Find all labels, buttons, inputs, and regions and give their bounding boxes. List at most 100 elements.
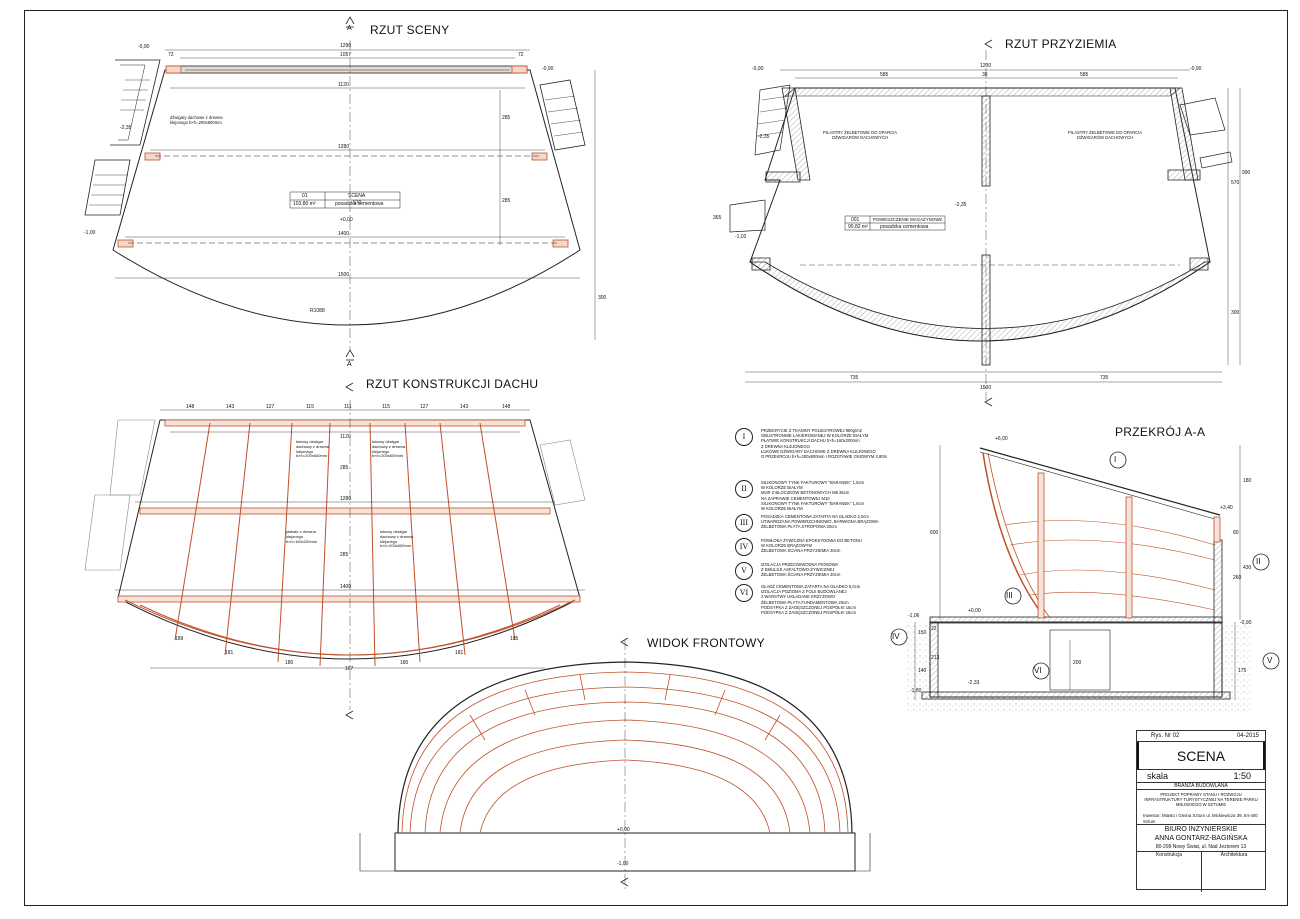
legend-line: 2 WARSTWY UKŁADANE KRZYŻOWO (761, 594, 836, 600)
callout-label: VI (1034, 666, 1042, 675)
dim-label: 148 (186, 404, 195, 410)
dim-label: 175 (1238, 668, 1247, 674)
dim-label: 570 (1231, 180, 1240, 186)
legend-line: IZOLACJA POZIOMA Z FOLII BUDOWLANEJ (761, 589, 847, 595)
level-label: -2,33 (968, 680, 980, 686)
level-label: -0,90 (1240, 620, 1252, 626)
section-marker: A (347, 361, 352, 368)
sheet-number: Rys. Nr 02 (1151, 733, 1180, 739)
dim-label: 1120 (338, 82, 349, 88)
dim-label: 1120 (340, 434, 351, 440)
legend-line: MUR Z BLOCZKÓW BETONOWYCH M6 25cm (761, 490, 850, 496)
legend-line: W KOLORZE BRĄZOWYM (761, 543, 812, 549)
level-label: -1,06 (908, 613, 920, 619)
dim-label: 990 (1242, 170, 1251, 176)
dim-label: 570 (353, 200, 362, 206)
level-label: -1,80 (910, 688, 922, 694)
level-label: -2,35 (758, 134, 770, 140)
construction-label: Konstrukcja (1155, 852, 1183, 858)
front-view (359, 637, 871, 890)
dim-label: 585 (880, 72, 889, 78)
beam-note: łukowy dźwigar dachowy z drewna klejoneg… (296, 439, 330, 459)
dim-label: 735 (1100, 375, 1109, 381)
drawing-sheet (24, 10, 1288, 906)
legend-line: POWŁOKA ŻYWICZNA EPOKSYDOWA DO BETONU (761, 538, 862, 543)
pilaster-note-right: PILASTRY ŻELBETOWE DO OPARCIA DŹWIGARÓW … (1067, 130, 1143, 140)
architecture-column: Architektura (1202, 852, 1266, 858)
legend-line: ŻELBETOWA PŁYTA STROPOWA 20cm (761, 524, 837, 530)
legend-line: Z EMULSJI ASFALTOWO-ŻYWICZNEJ (761, 567, 835, 573)
level-label: -0,90 (1190, 66, 1202, 72)
drawing-title: SCENA (1176, 748, 1226, 764)
dim-label: 1280 (340, 496, 352, 502)
dim-label: 365 (713, 215, 722, 221)
legend-number: V (735, 562, 753, 580)
room-area: 103,80 m² (293, 201, 316, 207)
ground-plan-title: RZUT PRZYZIEMIA (1005, 37, 1117, 51)
dim-label: 1200 (980, 63, 992, 69)
dim-label: 1057 (340, 52, 352, 58)
dim-label: 735 (850, 375, 859, 381)
dim-label: 72 (518, 52, 524, 58)
dim-label: 111 (344, 404, 352, 410)
date: 04-2015 (1236, 733, 1259, 739)
roof-plan-title: RZUT KONSTRUKCJI DACHU (366, 377, 539, 391)
legend-line: O PRZEKROJU b×h=200x600mm I ROZSTAWIE OS… (761, 454, 888, 460)
legend-line: IZOLACJA PRZECIWWODNA PIONOWA (761, 562, 839, 567)
legend-line: ŁUKOWE DŹWIGARY DACHOWE Z DREWNA KLEJONE… (761, 448, 876, 454)
room-number: 01 (302, 193, 308, 199)
dim-label: 22 (931, 626, 937, 632)
legend-number: II (735, 480, 753, 498)
dim-label: 181 (455, 650, 464, 656)
project-name: PROJEKT POPRAWY STANU I ROZWOJU INFRASTR… (1144, 792, 1258, 807)
level-label: -2,35 (955, 202, 967, 208)
legend-line: GŁADŹ CEMENTOWA ZATARTA NA GŁADKO 5,0cm (761, 584, 861, 589)
pilaster-note-left: PILASTRY ŻELBETOWE DO OPARCIA DŹWIGARÓW … (822, 130, 898, 140)
legend-line: PODSYPKA Z ZAGĘSZCZONEJ POSPÓŁKI 15cm (761, 604, 856, 610)
room-name: SCENA (348, 193, 366, 199)
dim-label: 150 (918, 630, 927, 636)
room-area: 90,82 m² (848, 224, 868, 230)
legend-text: POSADZKA CEMENTOWA ZATARTA NA GŁADKO 2,0… (761, 514, 921, 530)
dim-label: 260 (1233, 575, 1242, 581)
callout-label: V (1267, 656, 1273, 665)
dim-label: 285 (502, 198, 511, 204)
office-name: BIURO INŻYNIERSKIE (1164, 826, 1238, 833)
room-name: POMIESZCZENIE MAGAZYNOWE (873, 217, 943, 222)
investor: Inwestor: Miasto i Gmina Sztum ul. Micki… (1137, 813, 1265, 825)
dim-label: 80 (1233, 530, 1239, 536)
beam-note: płatwie z drewna klejonego b×h=160x200mm (286, 529, 318, 544)
roof-plan (84, 382, 586, 720)
dim-label: 180 (400, 660, 409, 666)
dim-label: 600 (930, 530, 939, 536)
legend-line: SILIKONOWY TYNK FAKTUROWY "BARANEK" 1,5c… (761, 500, 865, 506)
scale: 1:50 (1233, 771, 1251, 781)
legend-number: III (735, 514, 753, 532)
legend-line: OBUSTRONNIE LAKIEROWANEJ W KOLORZE BIAŁY… (761, 433, 869, 439)
legend-line: Z DREWNA KLEJONEGO (761, 443, 810, 449)
stage-plan (84, 16, 596, 361)
dim-label: 200 (1073, 660, 1082, 666)
dim-label: 180 (285, 660, 294, 666)
radius-label: R1088 (310, 308, 325, 314)
dim-label: 585 (1080, 72, 1089, 78)
legend-number: I (735, 428, 753, 446)
dim-label: 285 (340, 465, 349, 471)
level-label: -1,00 (617, 861, 629, 867)
legend-line: ŻELBETOWA PŁYTA FUNDAMENTOWA 20cm (761, 599, 849, 605)
scale-label: skala (1147, 771, 1169, 781)
legend-text: SILIKONOWY TYNK FAKTUROWY "BARANEK" 1,5c… (761, 480, 921, 511)
level-label: +0,00 (617, 827, 630, 833)
dim-label: 1500 (338, 272, 350, 278)
section-title: PRZEKRÓJ A-A (1115, 425, 1206, 439)
level-label: -0,90 (542, 66, 554, 72)
dim-label: 180 (1243, 478, 1252, 484)
branch: BRANŻA BUDOWLANA (1137, 782, 1265, 790)
legend-line: W KOLORZE BIAŁYM (761, 506, 803, 512)
dim-label: 1500 (980, 385, 992, 391)
dim-label: 115 (382, 404, 390, 410)
dim-label: 148 (502, 404, 511, 410)
